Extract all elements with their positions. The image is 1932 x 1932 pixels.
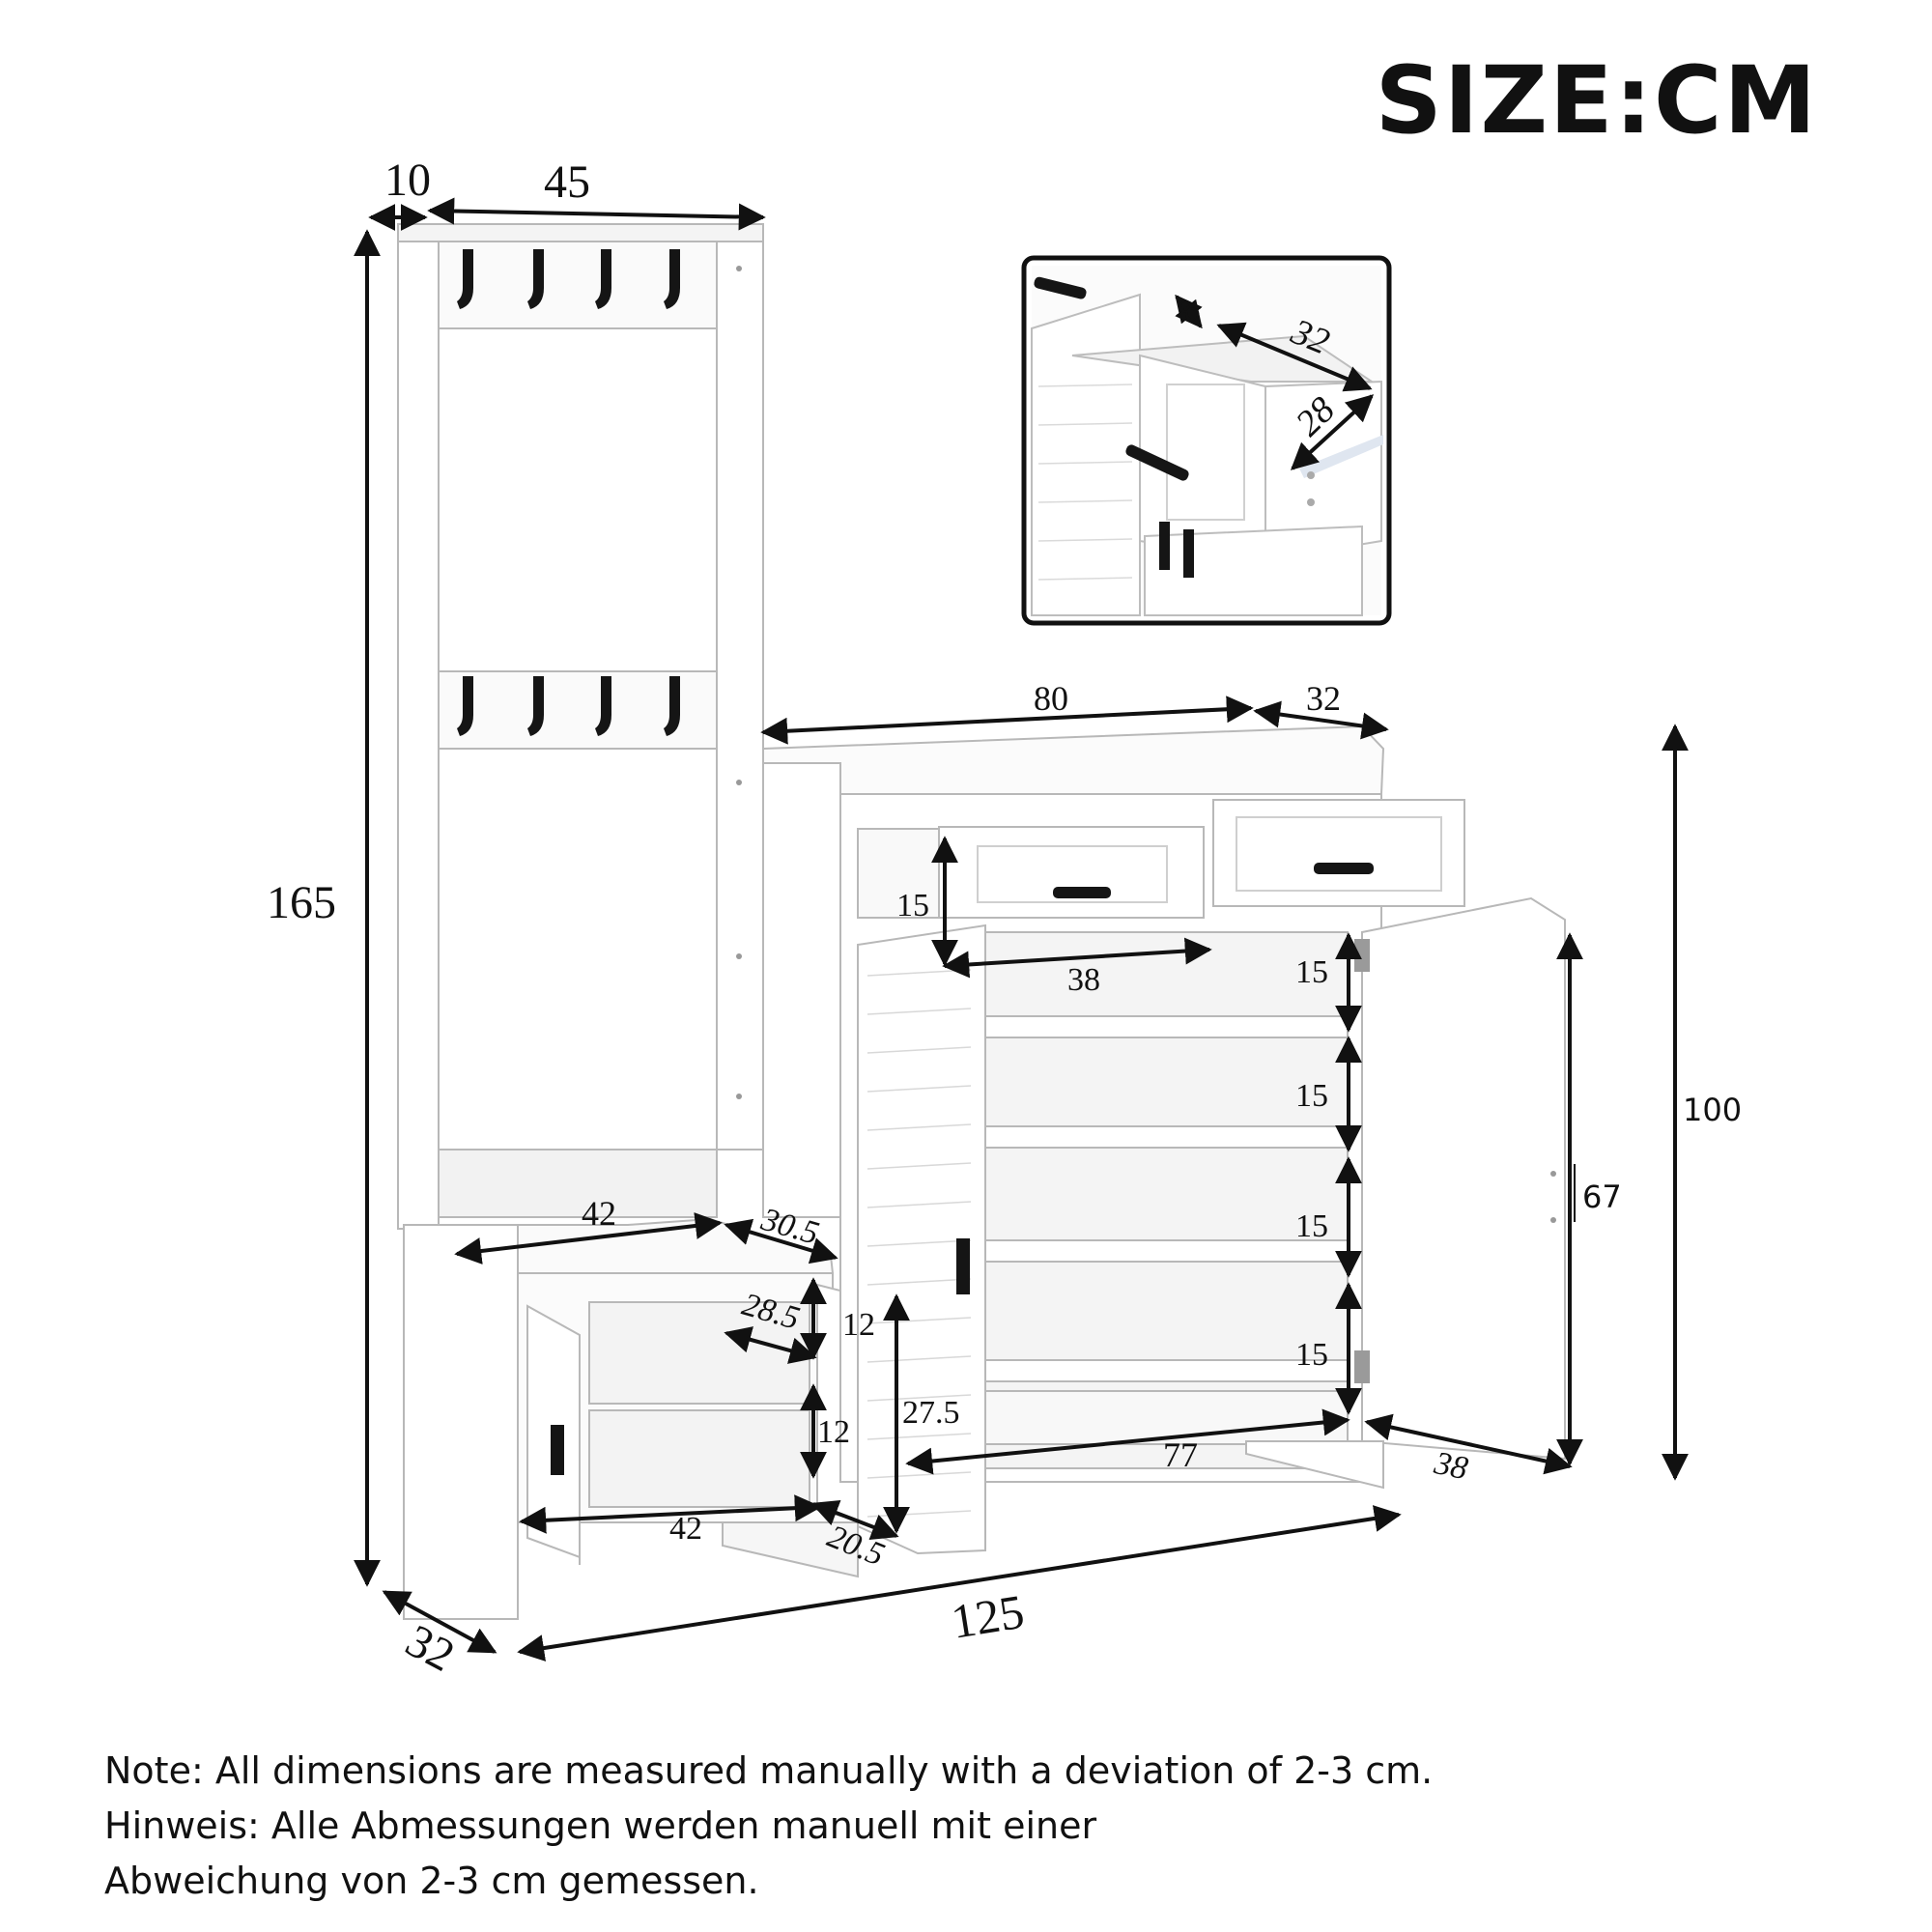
- inset-drawer-depth-line: [1290, 394, 1375, 470]
- note-german-line-2: Abweichung von 2-3 cm gemessen.: [104, 1860, 759, 1902]
- drawer-width-label: 38: [1067, 962, 1100, 998]
- shelf-height-label-2: 15: [1295, 1078, 1328, 1114]
- rack-side-width-label: 10: [384, 155, 431, 206]
- coat-rack: [397, 223, 764, 1230]
- rack-depth-line: [382, 1590, 497, 1654]
- bench-lower-shelf-height-label: 12: [817, 1414, 850, 1450]
- cabinet-height-label: 100: [1683, 1092, 1742, 1128]
- bench-inner-width-line: [519, 1494, 822, 1534]
- drawer-detail-inset: [1021, 255, 1392, 626]
- note-german-line-1: Hinweis: Alle Abmessungen werden manuell…: [104, 1804, 1097, 1847]
- rack-top-width-label: 45: [544, 156, 590, 208]
- drawer-width-line: [942, 937, 1212, 979]
- note-english: Note: All dimensions are measured manual…: [104, 1749, 1434, 1792]
- inset-drawer-width-line: [1216, 322, 1373, 392]
- cabinet-top-depth-line: [1253, 700, 1389, 740]
- shelf-height-label-3: 15: [1295, 1208, 1328, 1244]
- inset-side-gap-line: [1175, 294, 1203, 329]
- cabinet-top-depth-label: 32: [1306, 679, 1341, 718]
- total-width-label: 125: [948, 1584, 1028, 1649]
- cabinet-door-height-label: 67: [1582, 1179, 1622, 1215]
- shoe-cabinet: [762, 724, 1566, 1555]
- bench-top-depth-line: [724, 1218, 838, 1264]
- bench-inner-width-label: 42: [669, 1511, 702, 1547]
- cabinet-door-width-line: [1364, 1413, 1573, 1475]
- shelf-height-label-4: 15: [1295, 1337, 1328, 1373]
- cabinet-door-width-label: 38: [1431, 1445, 1471, 1487]
- total-width-line: [517, 1505, 1402, 1662]
- cabinet-inner-width-label: 77: [1163, 1435, 1198, 1474]
- coat-hooks-middle: [457, 676, 680, 736]
- rack-depth-label: 32: [398, 1615, 463, 1682]
- shelf-height-label-1: 15: [1295, 954, 1328, 990]
- drawer-height-label: 15: [896, 888, 929, 923]
- size-unit-title: SIZE:CM: [1375, 46, 1818, 155]
- cabinet-inner-width-line: [905, 1408, 1350, 1475]
- coat-hooks-top: [457, 249, 680, 309]
- rack-height-label: 165: [267, 877, 336, 928]
- bench-top-width-label: 42: [582, 1194, 616, 1233]
- bench-top-width-line: [454, 1212, 723, 1264]
- bench-door-height-label: 27.5: [902, 1395, 960, 1431]
- rack-top-width-line: [427, 197, 766, 231]
- measurement-notes: Note: All dimensions are measured manual…: [104, 1744, 1433, 1909]
- cabinet-top-width-label: 80: [1034, 679, 1068, 718]
- cabinet-top-width-line: [760, 696, 1254, 745]
- bench-shelf-depth-line: [724, 1326, 817, 1364]
- bench-upper-shelf-height-label: 12: [842, 1307, 875, 1343]
- bench-base-depth-line: [810, 1499, 899, 1541]
